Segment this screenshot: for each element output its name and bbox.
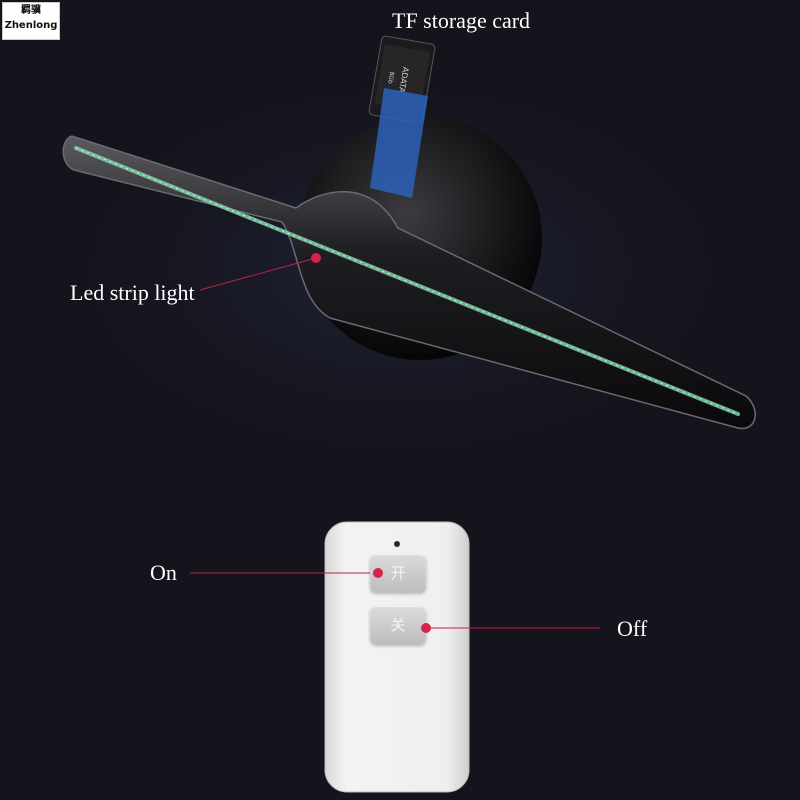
led-callout-dot (311, 253, 321, 263)
remote-off-button-label: 关 (390, 616, 406, 634)
remote-on-button[interactable]: 开 (370, 554, 426, 592)
remote-off-button[interactable]: 关 (370, 606, 426, 644)
led-strip-pixels (75, 147, 739, 415)
off-label: Off (617, 616, 648, 641)
logo-english: Zhenlong (4, 20, 58, 31)
led-strip-label: Led strip light (70, 280, 195, 305)
zhenlong-logo: 羁骥 Zhenlong (2, 2, 60, 40)
remote-on-button-label: 开 (390, 564, 406, 582)
card-slot-highlight (370, 88, 428, 198)
on-label: On (150, 560, 177, 585)
sd-card-capacity: 8Gb (386, 71, 395, 84)
remote-control (324, 521, 470, 793)
logo-chinese: 羁骥 (21, 5, 41, 16)
led-callout-line (199, 257, 317, 291)
remote-indicator (394, 541, 400, 547)
tf-card-label: TF storage card (392, 8, 531, 33)
